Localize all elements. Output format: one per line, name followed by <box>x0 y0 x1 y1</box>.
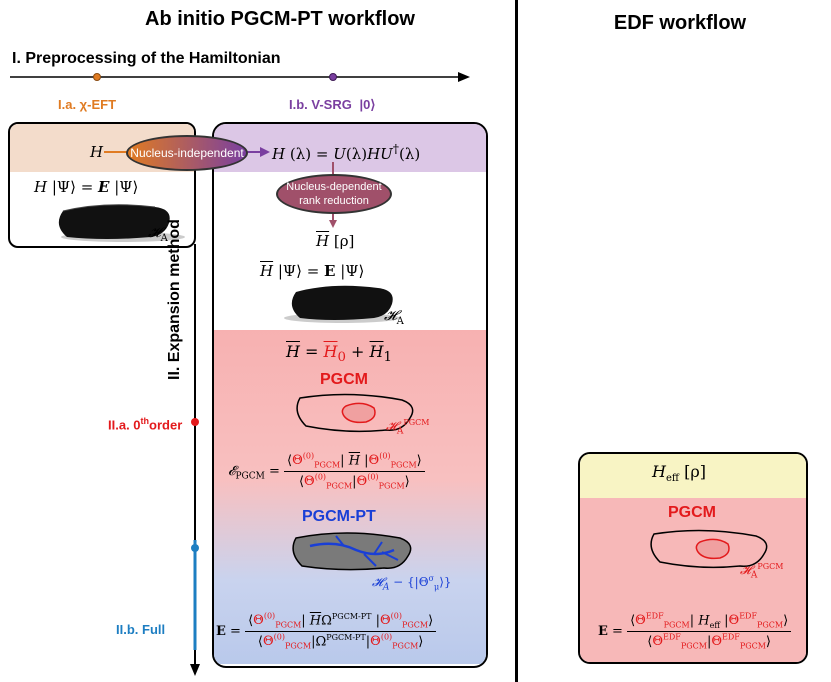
pgcm-band <box>214 330 486 664</box>
pgcm-pt-manifold <box>292 532 412 571</box>
eq-hilbert-chieft: 𝓗A <box>148 225 168 244</box>
pgcm-pt-title: PGCM-PT <box>302 508 376 525</box>
label-0th-suffix: order <box>149 417 183 433</box>
edf-box <box>578 452 808 664</box>
eq-edf-energy: E = ⟨ΘEDFPGCM| Heff |ΘEDFPGCM⟩ ⟨ΘEDFPGCM… <box>598 612 792 651</box>
label-vsrg: I.b. V-SRG |0⟩ <box>289 97 375 113</box>
eq-pgcm-energy: 𝓔PGCM = ⟨Θ(0)PGCM| H |Θ(0)PGCM⟩ ⟨Θ(0)PGC… <box>228 452 425 491</box>
nucleus-dependent-oval: Nucleus-dependent rank reduction <box>276 174 392 214</box>
eq-hilbert-pgcm-pt: 𝓗A − {|Θσμ⟩} <box>372 574 452 593</box>
label-zeroth-order: II.a. 0thorder <box>108 416 182 432</box>
left-title: Ab initio PGCM-PT workflow <box>145 8 415 30</box>
preprocessing-arrow <box>10 72 470 82</box>
eq-srg-transform: H (λ) = U(λ)HU†(λ) <box>272 141 421 163</box>
chieft-dot <box>93 73 101 81</box>
pgcm-title: PGCM <box>320 371 368 388</box>
label-vsrg-ket: |0⟩ <box>359 97 376 112</box>
flow-arrows <box>104 147 337 228</box>
label-0th-sup: th <box>140 416 150 426</box>
zeroth-order-dot <box>191 418 199 426</box>
eq-schrodinger-vsrg: H |Ψ⟩ = E |Ψ⟩ <box>260 262 365 280</box>
label-chieft: I.a. χ-EFT <box>58 97 117 112</box>
eq-full-energy: E = ⟨Θ(0)PGCM| HΩPGCM-PT |Θ(0)PGCM⟩ ⟨Θ(0… <box>216 612 437 651</box>
vsrg-header-band <box>214 124 486 172</box>
vsrg-dot <box>329 73 337 81</box>
hilbert-space-vsrg <box>284 285 400 323</box>
pgcm-manifold <box>296 393 414 433</box>
eq-h-bar-rho: H [ρ] <box>316 232 355 250</box>
edf-pgcm-band <box>580 498 806 662</box>
expansion-axis <box>190 244 200 676</box>
pgcm-edf-title: PGCM <box>668 504 716 521</box>
section-1-title: I. Preprocessing of the Hamiltonian <box>12 50 281 67</box>
eq-schrodinger-chieft: H |Ψ⟩ = E |Ψ⟩ <box>34 178 139 196</box>
pgcm-edf-manifold <box>650 529 768 569</box>
edf-header-band <box>580 454 806 498</box>
vsrg-box <box>212 122 488 668</box>
nucleus-independent-oval: Nucleus-independent <box>126 135 248 171</box>
eq-h-split: H = H0 + H1 <box>286 342 392 366</box>
label-full: II.b. Full <box>116 622 166 637</box>
eq-hilbert-vsrg: 𝓗A <box>384 308 404 327</box>
eq-hilbert-pgcm-edf: 𝓗APGCM <box>740 562 784 581</box>
column-divider <box>515 0 518 682</box>
eq-heff-rho: Heff [ρ] <box>652 462 706 485</box>
label-0th-prefix: II.a. 0 <box>108 417 141 433</box>
full-pt-dot <box>191 544 199 552</box>
label-vsrg-text: I.b. V-SRG <box>289 97 352 112</box>
hilbert-space-chieft <box>58 204 185 242</box>
eq-hilbert-pgcm: 𝓗APGCM <box>386 418 430 437</box>
right-title: EDF workflow <box>613 12 747 34</box>
eq-h-label: H <box>90 143 104 161</box>
